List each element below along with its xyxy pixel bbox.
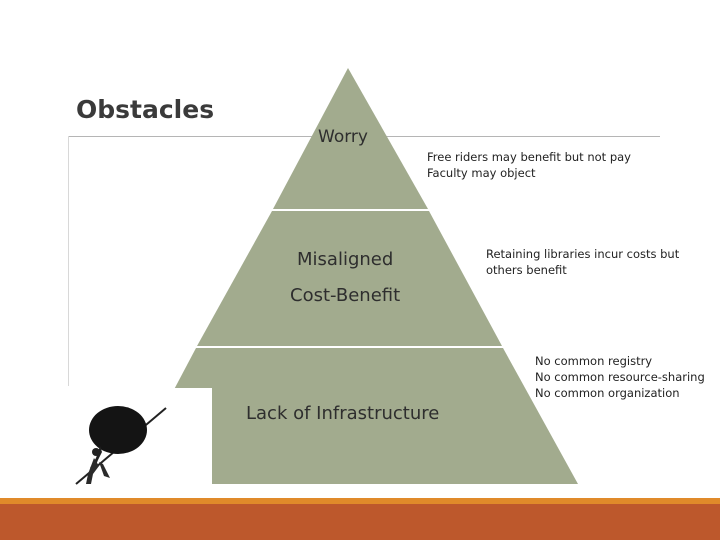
slide-title: Obstacles [76,95,215,124]
note-worry: Free riders may benefit but not pay Facu… [427,149,631,181]
note-line: No common organization [535,386,680,400]
tier-label-worry: Worry [318,127,368,147]
footer-accent-line [0,498,720,504]
sisyphus-illustration [66,388,212,502]
sisyphus-boulder-icon [70,402,212,500]
tier-label-misaligned: Misaligned [297,249,394,270]
note-line: Retaining libraries incur costs but [486,247,680,261]
pyramid-tier-middle [197,211,502,346]
tier-label-cost-benefit: Cost-Benefit [290,285,401,306]
note-infrastructure: No common registry No common resource-sh… [535,353,705,401]
tier-label-infrastructure: Lack of Infrastructure [246,403,440,424]
footer-band [0,504,720,540]
note-line: Free riders may benefit but not pay [427,150,631,164]
pyramid-tier-top [273,68,428,209]
note-line: No common resource-sharing [535,370,705,384]
pyramid-tier-bottom [124,348,578,484]
left-divider [68,136,69,386]
note-line: No common registry [535,354,653,368]
note-line: Faculty may object [427,166,536,180]
note-misaligned: Retaining libraries incur costs but othe… [486,246,679,278]
note-line: others benefit [486,263,567,277]
